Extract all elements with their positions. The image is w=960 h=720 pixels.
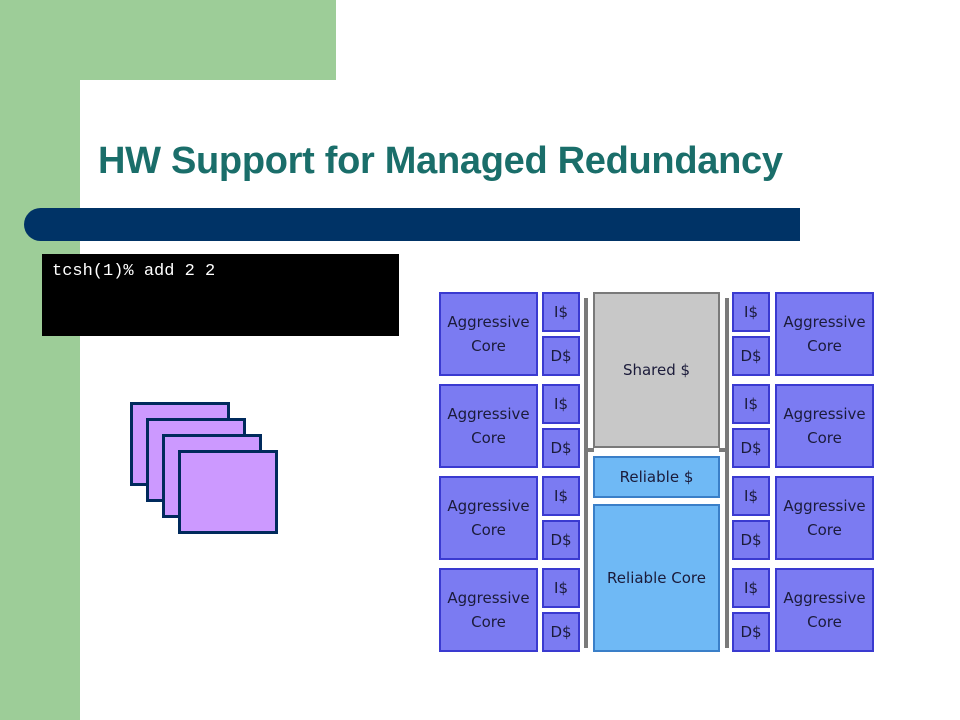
terminal-window: tcsh(1)% add 2 2: [42, 254, 399, 336]
core-label-line1: Aggressive: [447, 589, 530, 607]
core-label-line1: Aggressive: [447, 313, 530, 331]
dcache-label: D$: [550, 439, 572, 457]
dcache-block: D$: [732, 336, 770, 376]
dcache-block: D$: [542, 520, 580, 560]
icache-block: I$: [542, 568, 580, 608]
core-label-line1: Aggressive: [783, 589, 866, 607]
icache-label: I$: [554, 487, 568, 505]
dcache-block: D$: [542, 428, 580, 468]
core-label-line2: Core: [807, 429, 842, 447]
task-card: [178, 450, 278, 534]
shared-cache-block: Shared $: [593, 292, 720, 448]
icache-label: I$: [744, 487, 758, 505]
core-label-line1: Aggressive: [447, 405, 530, 423]
core-label-line1: Aggressive: [783, 405, 866, 423]
background-accent-left: [0, 0, 80, 720]
icache-block: I$: [732, 292, 770, 332]
reliable-core-block: Reliable Core: [593, 504, 720, 652]
connector-line: [588, 448, 594, 452]
connector-line: [719, 448, 725, 452]
icache-block: I$: [542, 384, 580, 424]
icache-label: I$: [554, 303, 568, 321]
terminal-command: tcsh(1)% add 2 2: [52, 262, 216, 281]
shared-cache-label: Shared $: [622, 361, 691, 379]
icache-block: I$: [542, 292, 580, 332]
icache-block: I$: [732, 384, 770, 424]
dcache-block: D$: [732, 428, 770, 468]
core-label-line2: Core: [471, 429, 506, 447]
dcache-label: D$: [740, 623, 762, 641]
slide-title: HW Support for Managed Redundancy: [98, 140, 783, 182]
core-label-line2: Core: [471, 613, 506, 631]
dcache-label: D$: [550, 623, 572, 641]
icache-block: I$: [732, 476, 770, 516]
multicore-diagram: Shared $ Reliable $ Reliable Core Aggres…: [437, 290, 877, 656]
dcache-label: D$: [550, 347, 572, 365]
connector-line: [725, 298, 729, 648]
dcache-block: D$: [732, 612, 770, 652]
core-label-line1: Aggressive: [783, 313, 866, 331]
dcache-label: D$: [740, 531, 762, 549]
dcache-block: D$: [542, 612, 580, 652]
dcache-label: D$: [550, 531, 572, 549]
core-label-line1: Aggressive: [447, 497, 530, 515]
dcache-block: D$: [542, 336, 580, 376]
dcache-label: D$: [740, 439, 762, 457]
core-label-line2: Core: [807, 521, 842, 539]
core-label-line2: Core: [471, 521, 506, 539]
icache-label: I$: [744, 395, 758, 413]
dcache-block: D$: [732, 520, 770, 560]
dcache-label: D$: [740, 347, 762, 365]
connector-line: [584, 298, 588, 648]
icache-label: I$: [744, 303, 758, 321]
title-underline-bar: [24, 208, 800, 241]
reliable-cache-label: Reliable $: [619, 468, 694, 486]
core-label-line2: Core: [807, 613, 842, 631]
core-label-line2: Core: [807, 337, 842, 355]
icache-label: I$: [554, 579, 568, 597]
icache-label: I$: [744, 579, 758, 597]
icache-block: I$: [732, 568, 770, 608]
icache-label: I$: [554, 395, 568, 413]
core-label-line1: Aggressive: [783, 497, 866, 515]
reliable-cache-block: Reliable $: [593, 456, 720, 498]
reliable-core-label: Reliable Core: [607, 569, 706, 587]
core-label-line2: Core: [471, 337, 506, 355]
icache-block: I$: [542, 476, 580, 516]
